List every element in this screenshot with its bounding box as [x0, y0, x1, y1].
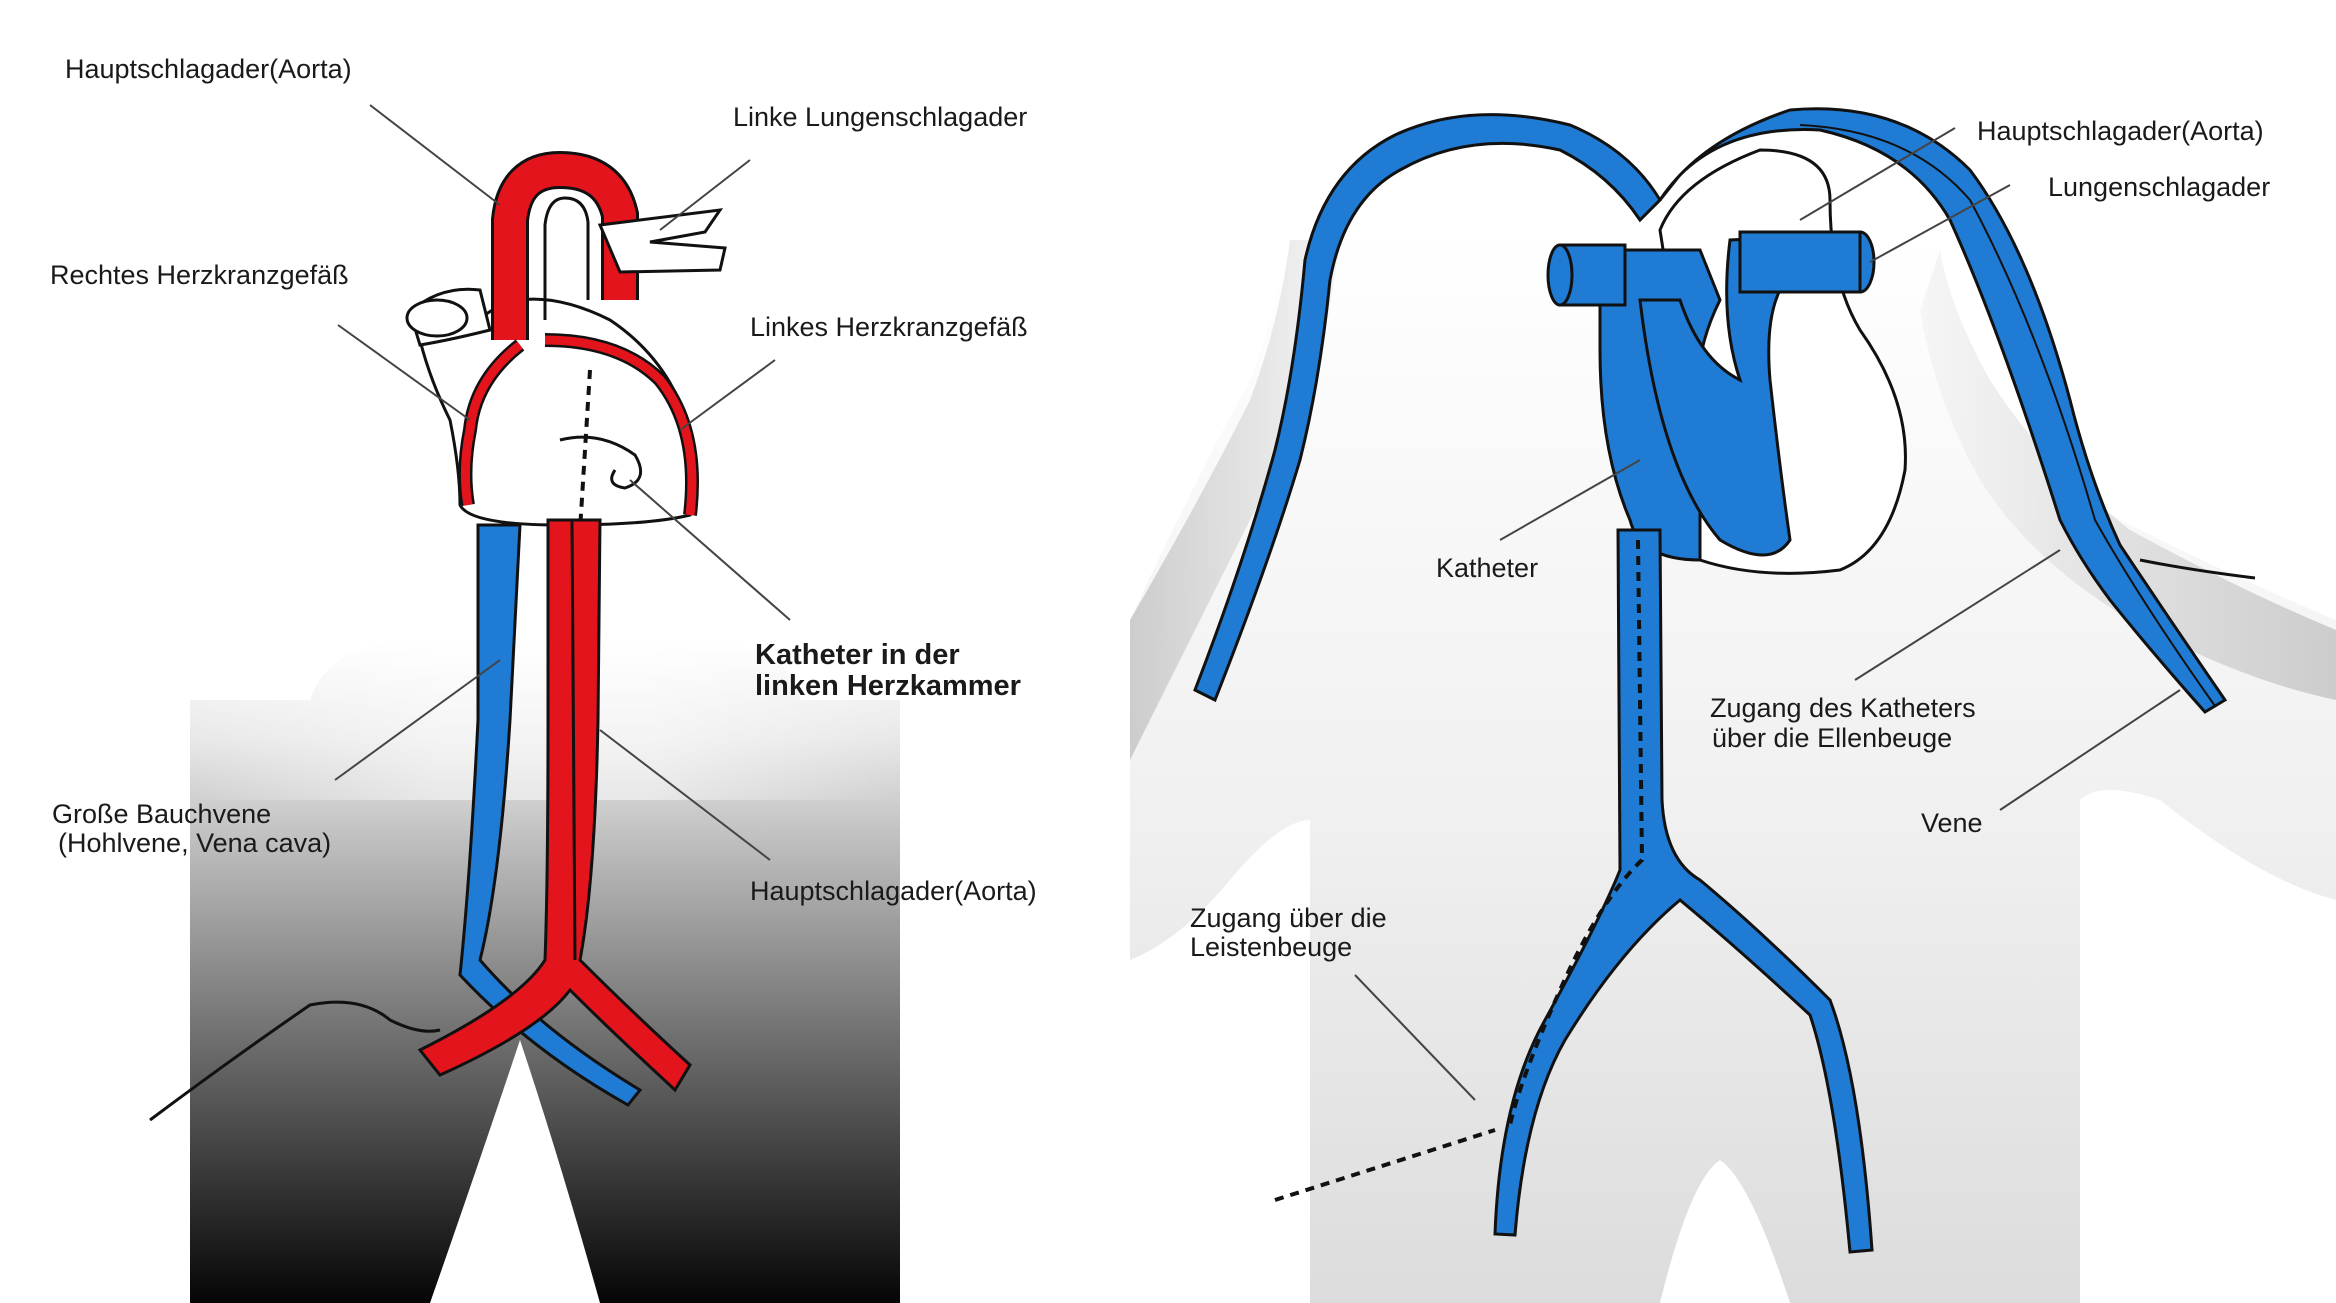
label-catheter-line2: linken Herzkammer [755, 670, 1021, 702]
label-elbow-access-line2: über die Ellenbeuge [1712, 723, 1952, 753]
label-catheter-line1: Katheter in der [755, 639, 960, 671]
label-groin-access-line1: Zugang über die [1190, 903, 1387, 933]
label-aorta-bottom: Hauptschlagader(Aorta) [750, 876, 1037, 906]
label-right-catheter: Katheter [1436, 553, 1538, 583]
right-diagram: Hauptschlagader(Aorta) Lungenschlagader … [1130, 109, 2336, 1303]
label-vena-cava-line2: (Hohlvene, Vena cava) [58, 828, 331, 858]
label-groin-access-line2: Leistenbeuge [1190, 932, 1352, 962]
label-vena-cava-line1: Große Bauchvene [52, 799, 271, 829]
left-diagram: Hauptschlagader(Aorta) Linke Lungenschla… [50, 54, 1037, 1303]
label-right-pulmonary-artery: Lungenschlagader [2048, 172, 2270, 202]
label-right-vein: Vene [1921, 808, 1983, 838]
label-elbow-access-line1: Zugang des Katheters [1710, 693, 1976, 723]
label-aorta-top: Hauptschlagader(Aorta) [65, 54, 352, 84]
label-left-pulmonary-artery: Linke Lungenschlagader [733, 102, 1027, 132]
label-right-aorta: Hauptschlagader(Aorta) [1977, 116, 2264, 146]
label-left-coronary: Linkes Herzkranzgefäß [750, 312, 1028, 342]
label-right-coronary: Rechtes Herzkranzgefäß [50, 260, 349, 290]
